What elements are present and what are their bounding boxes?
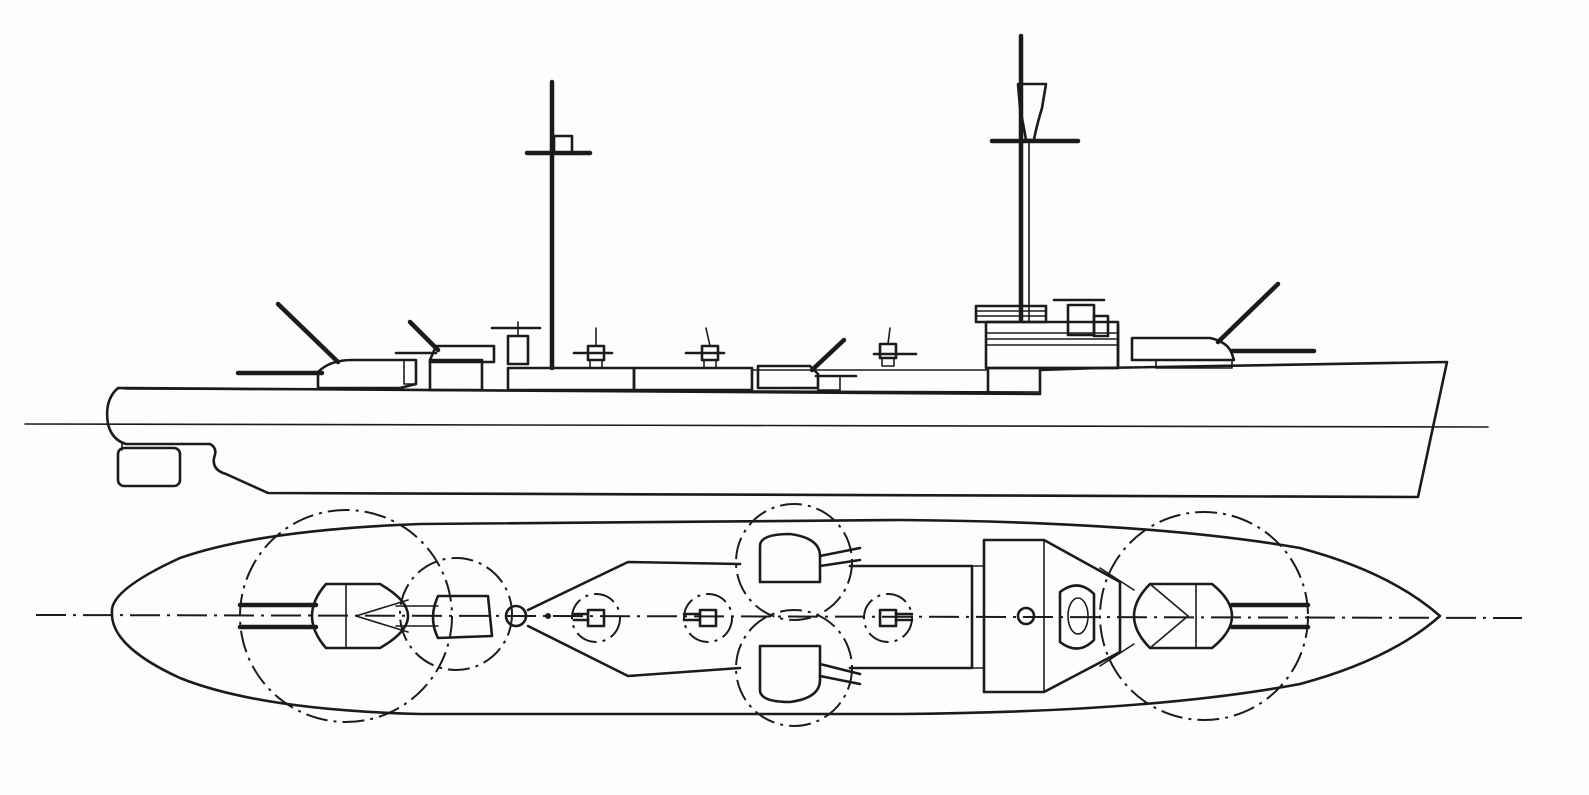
fore-main-turret (1130, 336, 1236, 362)
aft-deckhouse (428, 358, 484, 392)
fore-main-turret-base (1155, 359, 1233, 369)
fore-tower (1066, 303, 1096, 337)
aft-main-turret (316, 358, 418, 390)
midship-deckhouse-1 (506, 366, 636, 392)
midship-wing-gun-1 (809, 337, 847, 373)
secondary-gun-2-arc (683, 593, 733, 643)
mainmast-platform (552, 134, 574, 155)
plan-funnel-inner (1067, 597, 1089, 635)
fore-main-turret-arc (1099, 511, 1309, 721)
aft-searchlight-box (506, 334, 530, 366)
plan-wing-turret-port (758, 532, 862, 584)
plan-funnel (1058, 584, 1096, 650)
profile-view (24, 33, 1489, 499)
plan-bridge-block (982, 538, 1122, 694)
aft-main-turret-rear (403, 359, 417, 385)
aft-superfiring-arc (399, 557, 513, 671)
bridge-top (974, 304, 1048, 324)
midship-deckhouse-2 (632, 366, 754, 392)
plan-aft-searchlight (504, 604, 528, 628)
aft-main-turret-arc (239, 509, 453, 723)
plan-mainmast-dot (545, 613, 551, 619)
waterline (24, 423, 1489, 428)
secondary-gun-3 (872, 327, 918, 367)
midship-wing-turret-base (817, 375, 841, 391)
plan-secondary-gun-1 (572, 608, 606, 628)
plan-fore-searchlight (1016, 606, 1036, 626)
plan-view (35, 503, 1523, 727)
aft-superfiring-gun-1 (407, 319, 441, 353)
plan-secondary-gun-2 (682, 608, 718, 628)
fore-main-gun-1 (1215, 281, 1281, 345)
plan-secondary-gun-3 (878, 608, 914, 628)
secondary-gun-1-arc (571, 593, 621, 643)
profile-hull (105, 360, 1449, 499)
secondary-gun-3-arc (863, 593, 913, 643)
plan-aft-superfiring-turret (395, 594, 494, 640)
fore-tower-top (1092, 314, 1110, 338)
rudder (116, 446, 182, 488)
plan-bridge-joints (971, 565, 985, 669)
plan-fore-main-turret (1132, 582, 1311, 650)
aft-main-gun-2 (275, 301, 341, 365)
plan-wing-turret-starboard (758, 644, 862, 704)
plan-superstructure-deck (526, 560, 974, 678)
secondary-gun-1 (572, 327, 614, 369)
secondary-gun-2 (684, 327, 726, 369)
plan-aft-main-turret (237, 582, 410, 650)
plan-fore-deck-lines (1099, 567, 1135, 667)
plan-hull (110, 518, 1442, 716)
plan-centerline (35, 614, 1523, 619)
